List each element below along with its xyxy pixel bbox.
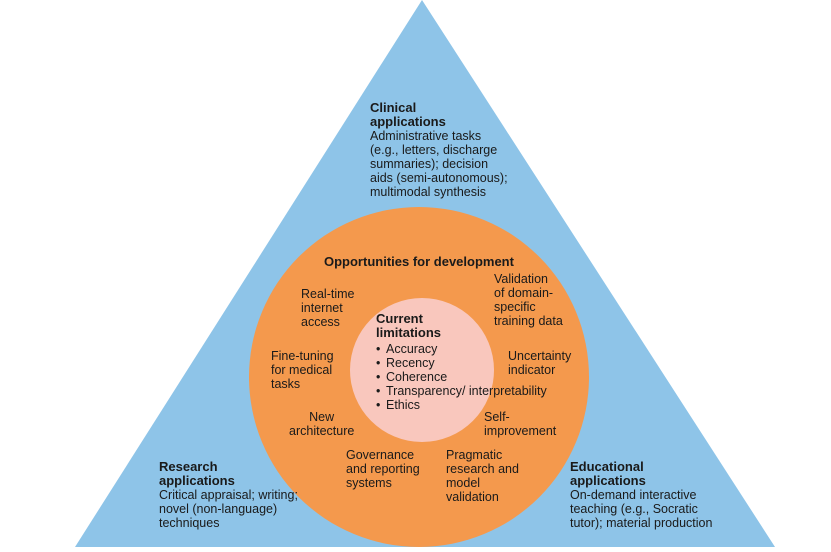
limitation-item: Recency [376,356,547,370]
opportunity-pragmatic-research: Pragmatic research and model validation [446,448,519,504]
limitations-list: Accuracy Recency Coherence Transparency/… [376,342,547,412]
opportunity-governance-reporting: Governance and reporting systems [346,448,420,490]
research-applications-body: Critical appraisal; writing; novel (non-… [159,488,298,530]
clinical-applications-title: Clinical applications [370,100,446,129]
limitation-item: Ethics [376,398,547,412]
opportunity-new-architecture: New architecture [289,410,355,438]
educational-applications-body: On-demand interactive teaching (e.g., So… [570,488,713,530]
research-applications-title: Research applications [159,459,235,488]
opportunity-self-improvement: Self- improvement [484,410,557,438]
opportunities-title: Opportunities for development [324,254,514,269]
opportunity-validation-training-data: Validation of domain- specific training … [494,272,563,328]
limitations-title: Current limitations [376,311,442,340]
educational-applications-title: Educational applications [570,459,646,488]
clinical-applications-body: Administrative tasks (e.g., letters, dis… [370,129,508,199]
limitation-item: Transparency/ interpretability [376,384,547,398]
opportunity-real-time-access: Real-time internet access [301,287,355,329]
opportunity-fine-tuning: Fine-tuning for medical tasks [271,349,334,391]
limitation-item: Accuracy [376,342,547,356]
limitation-item: Coherence [376,370,547,384]
current-limitations: Current limitations Accuracy Recency Coh… [376,311,547,413]
